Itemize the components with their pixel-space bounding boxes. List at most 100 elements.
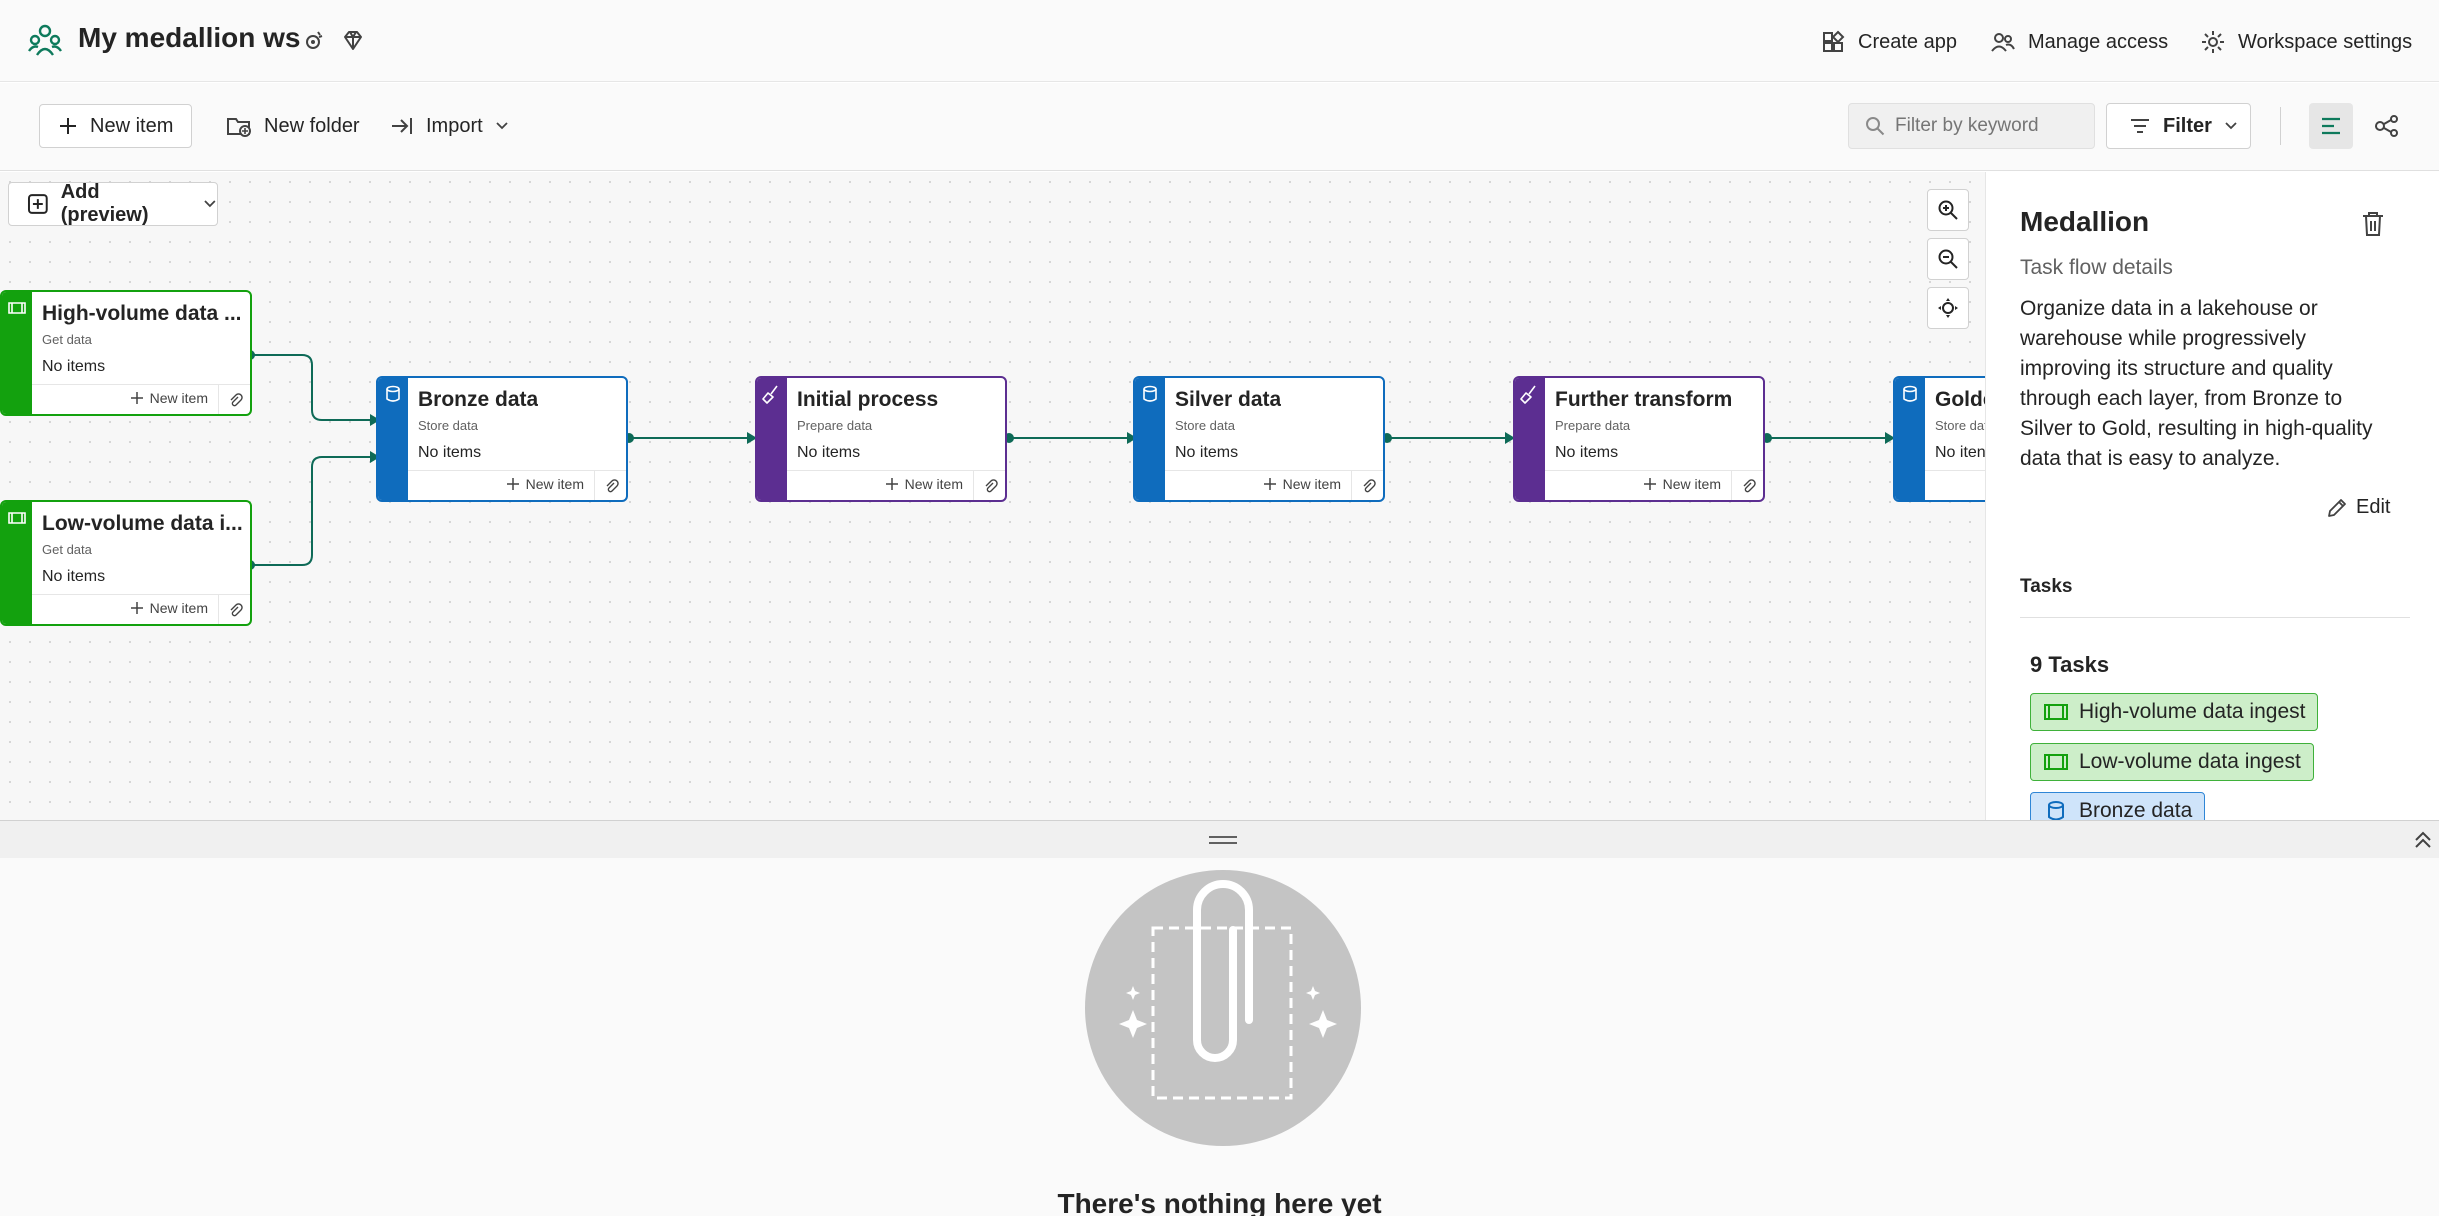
- task-count: 9 Tasks: [2030, 652, 2110, 677]
- filter-search-box[interactable]: [1848, 103, 2095, 149]
- pencil-icon: [2328, 498, 2346, 517]
- import-button[interactable]: Import: [390, 104, 509, 148]
- task-card-items: No iten: [1935, 444, 1985, 461]
- task-card-footer: New item: [1925, 470, 1985, 500]
- task-card-items: No items: [1175, 444, 1239, 461]
- task-chip[interactable]: Bronze data: [2030, 792, 2206, 820]
- task-card-type: Store data: [1175, 418, 1235, 433]
- zoom-out-button[interactable]: [1927, 238, 1969, 280]
- create-app-button[interactable]: Create app: [1820, 24, 1957, 60]
- manage-access-button[interactable]: Manage access: [1990, 24, 2168, 60]
- zoom-in-icon: [1938, 200, 1958, 220]
- new-item-button[interactable]: New item: [39, 104, 192, 148]
- task-card-type: Get data: [42, 542, 92, 557]
- list-view-icon: [2322, 117, 2340, 135]
- fit-view-button[interactable]: [1927, 287, 1969, 329]
- premium-diamond-icon[interactable]: [340, 28, 366, 54]
- fit-to-screen-icon: [1938, 298, 1958, 318]
- task-card-title: Further transform: [1555, 388, 1733, 411]
- task-chip[interactable]: High-volume data ingest: [2030, 693, 2319, 731]
- new-folder-button[interactable]: New folder: [226, 104, 360, 148]
- prepare-data-icon: [1520, 385, 1536, 404]
- import-arrow-icon: [392, 118, 412, 134]
- search-icon: [1866, 117, 1885, 136]
- edit-button[interactable]: Edit: [2326, 496, 2390, 519]
- resize-grip-icon[interactable]: [1209, 836, 1237, 844]
- list-view-toggle[interactable]: [2309, 103, 2353, 149]
- panel-title: Medallion: [2020, 206, 2150, 237]
- panel-subtitle: Task flow details: [2020, 256, 2173, 279]
- connector-high-to-bronze: [250, 354, 378, 421]
- task-new-item-button[interactable]: New item: [1263, 476, 1341, 492]
- workspace-settings-button[interactable]: Workspace settings: [2200, 24, 2412, 60]
- task-flow-canvas[interactable]: Add (preview): [0, 172, 1985, 820]
- task-card-title: Silver data: [1175, 388, 1282, 411]
- plus-icon: [60, 118, 76, 134]
- task-new-item-button[interactable]: New item: [506, 476, 584, 492]
- task-card-footer: New item: [1545, 470, 1763, 500]
- task-chip-label: High-volume data ingest: [2079, 700, 2306, 723]
- get-data-icon: [8, 302, 26, 314]
- task-card-items: No items: [418, 444, 482, 461]
- plus-icon: [1263, 478, 1276, 490]
- attach-button[interactable]: [973, 471, 1005, 500]
- zoom-out-icon: [1938, 249, 1958, 269]
- paperclip-icon: [985, 478, 998, 492]
- app-icon: [1823, 30, 1845, 52]
- task-card-type: Get data: [42, 332, 92, 347]
- workspace-icon: [28, 24, 62, 56]
- pane-splitter[interactable]: [0, 820, 2439, 858]
- filter-keyword-input[interactable]: [1895, 115, 2085, 137]
- workspace-toolbar: New item New folder Import Filter: [0, 83, 2439, 171]
- task-card-type: Store data: [418, 418, 478, 433]
- task-type-stripe: [757, 378, 787, 500]
- attach-button[interactable]: [1731, 471, 1763, 500]
- task-new-item-button[interactable]: New item: [885, 476, 963, 492]
- task-card-title: High-volume data ...: [42, 302, 242, 325]
- task-chip[interactable]: Low-volume data ingest: [2030, 743, 2314, 781]
- new-item-label: New item: [90, 114, 174, 137]
- get-data-icon: [8, 512, 26, 524]
- task-card-items: No items: [42, 358, 106, 375]
- collapse-up-icon[interactable]: [2412, 829, 2434, 851]
- task-card-type: Prepare data: [1555, 418, 1631, 433]
- filter-icon: [2131, 119, 2149, 133]
- attach-button[interactable]: [218, 595, 250, 624]
- task-new-item-button[interactable]: New item: [1643, 476, 1721, 492]
- get-data-icon: [2044, 704, 2068, 720]
- plus-icon: [885, 478, 898, 490]
- task-card-footer: New item: [32, 594, 250, 624]
- store-data-icon: [1143, 385, 1157, 402]
- attach-button[interactable]: [594, 471, 626, 500]
- attach-button[interactable]: [1351, 471, 1383, 500]
- workspace-settings-label: Workspace settings: [2238, 30, 2413, 53]
- add-preview-button[interactable]: Add (preview): [8, 181, 218, 226]
- items-list-area: There's nothing here yet: [0, 858, 2439, 1216]
- task-new-item-label: New item: [149, 390, 208, 406]
- plus-icon: [130, 392, 143, 404]
- task-type-stripe: [378, 378, 408, 500]
- store-data-icon: [2048, 801, 2064, 820]
- folder-add-icon: [227, 118, 251, 137]
- chevron-down-icon: [496, 122, 508, 130]
- people-icon: [1991, 33, 2015, 52]
- task-type-stripe: [2, 502, 32, 624]
- task-new-item-button[interactable]: New item: [130, 600, 208, 616]
- zoom-in-button[interactable]: [1927, 189, 1969, 231]
- delete-trash-icon[interactable]: [2360, 210, 2386, 238]
- paperclip-icon: [1363, 478, 1376, 492]
- filter-button[interactable]: Filter: [2106, 103, 2251, 149]
- task-new-item-button[interactable]: New item: [130, 390, 208, 406]
- attach-button[interactable]: [218, 385, 250, 414]
- task-card-footer: New item: [32, 384, 250, 414]
- workspace-identity-icon[interactable]: [300, 28, 326, 54]
- create-app-label: Create app: [1858, 30, 1957, 53]
- lineage-view-toggle[interactable]: [2365, 103, 2409, 149]
